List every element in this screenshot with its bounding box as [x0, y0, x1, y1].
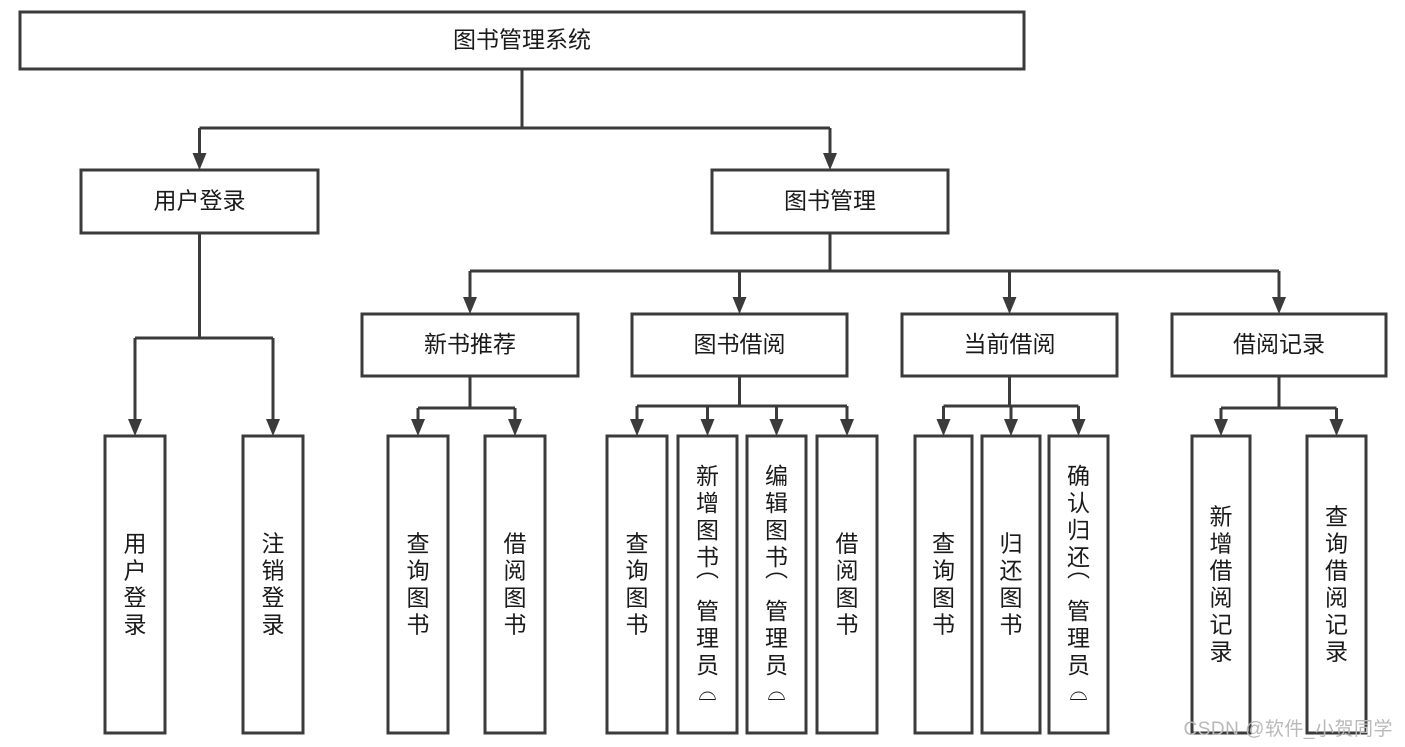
arrow-icon-book-borrow [732, 297, 747, 314]
arrow-icon-leaf-return-book [1004, 419, 1018, 436]
node-leaf-add-book-admin[interactable]: 新增图书⌒管理员⌓ [676, 434, 739, 735]
node-box-leaf-logout [241, 434, 305, 735]
arrow-icon-leaf-borrow-book-new [508, 419, 522, 436]
node-leaf-query-book-borrow[interactable]: 查询图书 [605, 434, 669, 735]
node-box-leaf-edit-book-admin [745, 434, 808, 735]
node-leaf-confirm-return-admin[interactable]: 确认归还⌒管理员⌓ [1047, 434, 1110, 735]
node-leaf-logout[interactable]: 注销登录 [241, 434, 305, 735]
node-leaf-query-book-new[interactable]: 查询图书 [386, 434, 450, 735]
node-box-leaf-add-book-admin [676, 434, 739, 735]
node-box-leaf-borrow-book-new [483, 434, 547, 735]
arrow-icon-current-borrow [1002, 297, 1017, 314]
node-label-current-borrow: 当前借阅 [964, 331, 1056, 357]
node-leaf-borrow-book-new[interactable]: 借阅图书 [483, 434, 547, 735]
node-label-book-borrow: 图书借阅 [694, 331, 786, 357]
connector-layer [128, 69, 1344, 436]
arrow-icon-borrow-record [1272, 297, 1286, 314]
node-box-leaf-user-login [103, 434, 167, 735]
node-label-leaf-borrow-book-new: 借阅图书 [504, 531, 527, 638]
arrow-icon-leaf-query-book-borrow [630, 419, 644, 436]
csdn-watermark: CSDN @软件_小贺同学 [1183, 719, 1393, 740]
node-leaf-query-book-current[interactable]: 查询图书 [913, 434, 974, 735]
node-book-borrow[interactable]: 图书借阅 [630, 312, 849, 378]
node-user-login[interactable]: 用户登录 [79, 168, 320, 235]
arrow-icon-leaf-query-borrow-record [1329, 419, 1344, 436]
arrow-icon-leaf-query-book-current [936, 419, 951, 436]
node-label-leaf-user-login: 用户登录 [124, 531, 147, 638]
node-box-leaf-return-book [980, 434, 1042, 735]
node-root[interactable]: 图书管理系统 [18, 10, 1026, 71]
node-leaf-query-borrow-record[interactable]: 查询借阅记录 [1305, 434, 1368, 735]
node-label-new-book-recommend: 新书推荐 [424, 331, 516, 357]
arrow-icon-user-login [192, 153, 207, 170]
node-label-leaf-logout: 注销登录 [262, 531, 285, 638]
node-label-leaf-return-book: 归还图书 [1000, 531, 1023, 638]
node-label-borrow-record: 借阅记录 [1233, 331, 1325, 357]
node-label-leaf-edit-book-admin: 编辑图书⌒管理员⌓ [765, 463, 788, 705]
node-box-leaf-borrow-book [815, 434, 879, 735]
node-box-leaf-query-book-new [386, 434, 450, 735]
arrow-icon-leaf-edit-book-admin [769, 419, 784, 436]
node-leaf-add-borrow-record[interactable]: 新增借阅记录 [1190, 434, 1252, 735]
arrow-icon-leaf-add-book-admin [700, 419, 715, 436]
node-borrow-record[interactable]: 借阅记录 [1170, 312, 1388, 378]
node-box-new-book-recommend [360, 312, 580, 378]
node-label-leaf-borrow-book: 借阅图书 [836, 531, 859, 638]
arrow-icon-leaf-logout [266, 419, 280, 436]
node-label-user-login: 用户登录 [154, 188, 246, 214]
node-box-leaf-confirm-return-admin [1047, 434, 1110, 735]
node-box-book-borrow [630, 312, 849, 378]
node-label-book-management: 图书管理 [784, 188, 876, 214]
node-box-current-borrow [900, 312, 1119, 378]
node-label-leaf-confirm-return-admin: 确认归还⌒管理员⌓ [1067, 463, 1090, 705]
node-box-leaf-query-book-borrow [605, 434, 669, 735]
node-book-management[interactable]: 图书管理 [710, 168, 950, 235]
node-label-leaf-add-borrow-record: 新增借阅记录 [1210, 504, 1233, 665]
node-label-leaf-query-book-current: 查询图书 [932, 531, 955, 638]
node-box-book-management [710, 168, 950, 235]
node-layer: 图书管理系统用户登录图书管理新书推荐图书借阅当前借阅借阅记录用户登录注销登录查询… [18, 10, 1388, 735]
node-box-leaf-add-borrow-record [1190, 434, 1252, 735]
node-new-book-recommend[interactable]: 新书推荐 [360, 312, 580, 378]
node-label-leaf-add-book-admin: 新增图书⌒管理员⌓ [696, 463, 719, 705]
node-label-root: 图书管理系统 [453, 27, 591, 53]
node-leaf-borrow-book[interactable]: 借阅图书 [815, 434, 879, 735]
arrow-icon-leaf-add-borrow-record [1214, 419, 1228, 436]
node-box-user-login [79, 168, 320, 235]
arrow-icon-new-book-recommend [463, 297, 477, 314]
node-leaf-user-login[interactable]: 用户登录 [103, 434, 167, 735]
arrow-icon-leaf-borrow-book [840, 419, 854, 436]
node-box-borrow-record [1170, 312, 1388, 378]
node-label-leaf-query-book-new: 查询图书 [407, 531, 430, 638]
node-leaf-edit-book-admin[interactable]: 编辑图书⌒管理员⌓ [745, 434, 808, 735]
node-leaf-return-book[interactable]: 归还图书 [980, 434, 1042, 735]
node-box-leaf-query-book-current [913, 434, 974, 735]
arrow-icon-leaf-user-login [128, 419, 142, 436]
node-label-leaf-query-book-borrow: 查询图书 [626, 531, 649, 638]
node-box-root [18, 10, 1026, 71]
arrow-icon-leaf-query-book-new [411, 419, 425, 436]
node-label-leaf-query-borrow-record: 查询借阅记录 [1325, 504, 1348, 665]
node-current-borrow[interactable]: 当前借阅 [900, 312, 1119, 378]
arrow-icon-book-management [823, 153, 837, 170]
node-box-leaf-query-borrow-record [1305, 434, 1368, 735]
arrow-icon-leaf-confirm-return-admin [1071, 419, 1086, 436]
